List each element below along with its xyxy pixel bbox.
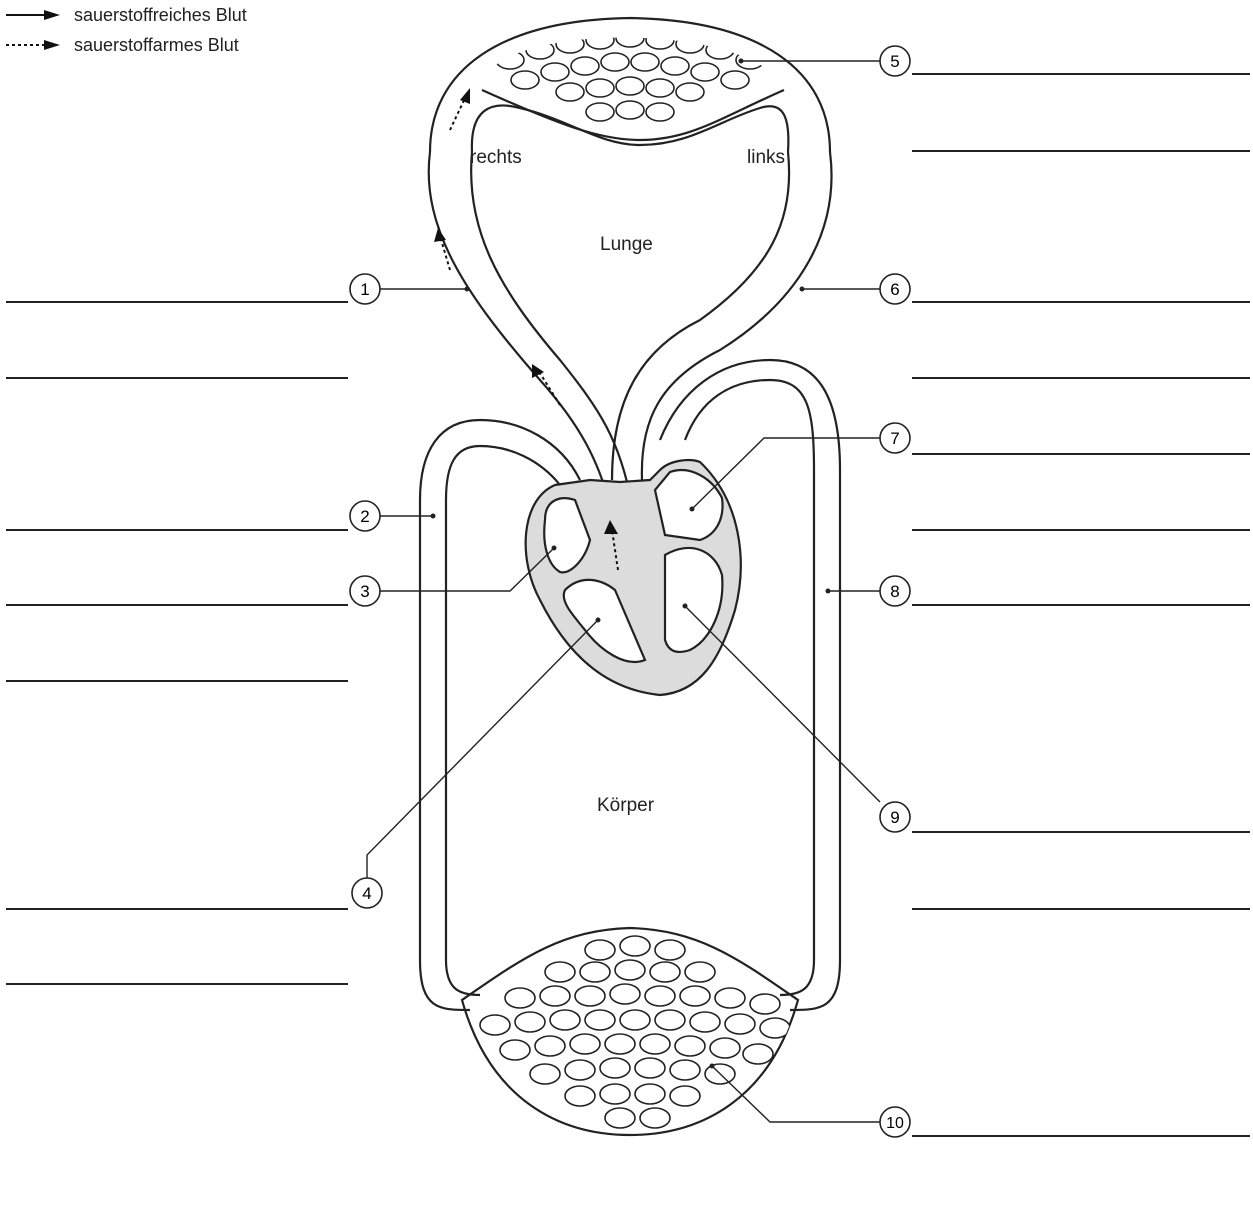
callout-number: 6 <box>890 280 899 299</box>
answer-line-7a[interactable] <box>912 453 1250 455</box>
callout-6: 6 <box>880 274 910 304</box>
callout-7: 7 <box>880 423 910 453</box>
answer-line-2[interactable] <box>6 529 348 531</box>
callout-number: 10 <box>886 1115 904 1132</box>
callout-5: 5 <box>880 46 910 76</box>
heart <box>526 460 741 695</box>
answer-line-1b[interactable] <box>6 377 348 379</box>
callout-number: 3 <box>360 582 369 601</box>
answer-line-4b[interactable] <box>6 983 348 985</box>
answer-line-10[interactable] <box>912 1135 1250 1137</box>
callout-2: 2 <box>350 501 380 531</box>
answer-line-9a[interactable] <box>912 831 1250 833</box>
answer-line-1a[interactable] <box>6 301 348 303</box>
pulmonary-vein <box>642 152 832 480</box>
label-right-side: rechts <box>470 147 522 169</box>
answer-line-9b[interactable] <box>912 908 1250 910</box>
callout-number: 1 <box>360 280 369 299</box>
pulmonary-artery <box>429 152 610 505</box>
answer-line-8[interactable] <box>912 604 1250 606</box>
callout-number: 9 <box>890 808 899 827</box>
answer-line-5b[interactable] <box>912 150 1250 152</box>
callout-3: 3 <box>350 576 380 606</box>
answer-line-5a[interactable] <box>912 73 1250 75</box>
label-left-side: links <box>747 147 785 169</box>
answer-line-6b[interactable] <box>912 377 1250 379</box>
callout-number: 8 <box>890 582 899 601</box>
label-lung: Lunge <box>600 234 653 256</box>
callout-10: 10 <box>880 1107 910 1137</box>
callout-1: 1 <box>350 274 380 304</box>
answer-line-4a[interactable] <box>6 908 348 910</box>
answer-line-6a[interactable] <box>912 301 1250 303</box>
callout-8: 8 <box>880 576 910 606</box>
label-body: Körper <box>597 795 654 817</box>
answer-line-7b[interactable] <box>912 529 1250 531</box>
flow-arrow-3 <box>538 370 560 405</box>
answer-line-3a[interactable] <box>6 604 348 606</box>
callout-number: 2 <box>360 507 369 526</box>
callout-number: 7 <box>890 429 899 448</box>
callout-number: 4 <box>362 884 371 903</box>
callout-number: 5 <box>890 52 899 71</box>
callout-4: 4 <box>352 878 382 908</box>
answer-line-3b[interactable] <box>6 680 348 682</box>
callout-9: 9 <box>880 802 910 832</box>
